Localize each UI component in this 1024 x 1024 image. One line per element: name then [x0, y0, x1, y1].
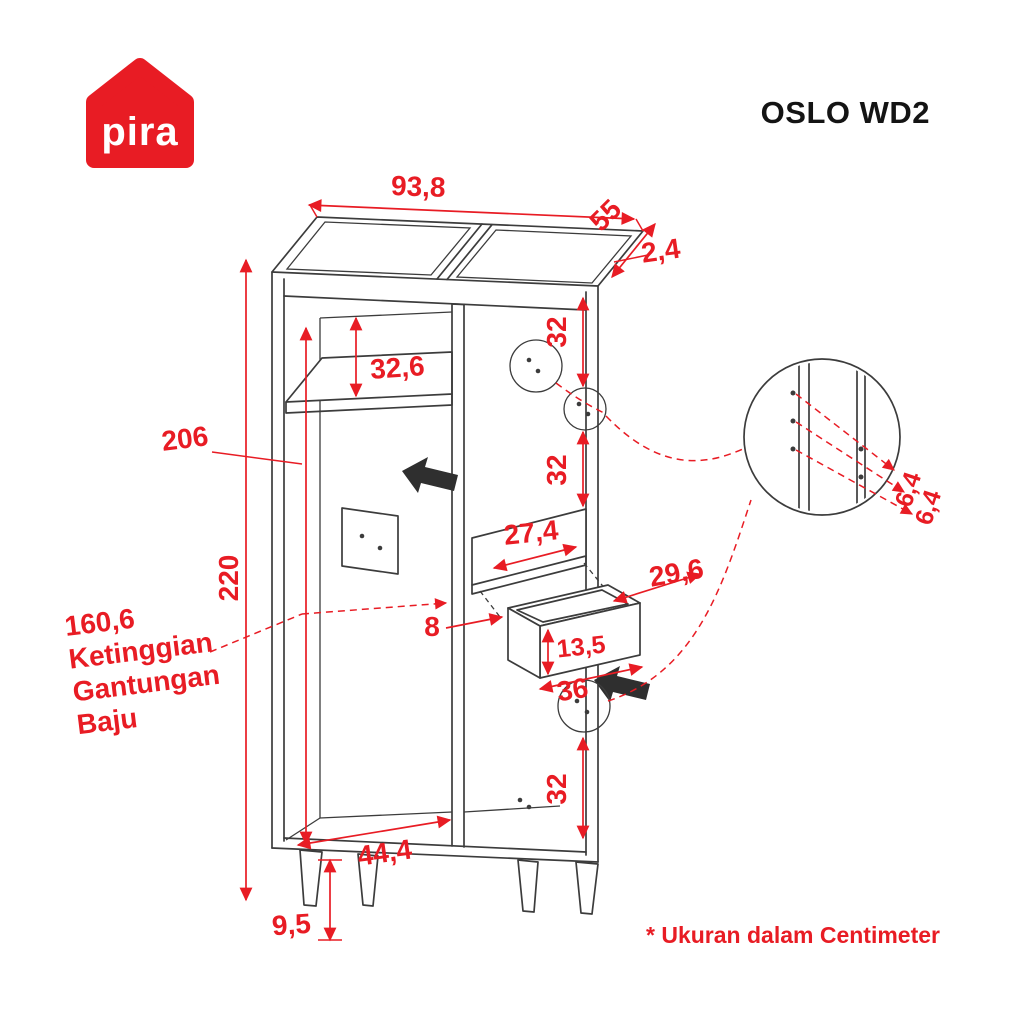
- legs: [299, 849, 599, 915]
- wardrobe-top-panel: [271, 216, 644, 287]
- dim-section-bottom: 32: [541, 773, 572, 804]
- product-title: OSLO WD2: [761, 95, 930, 130]
- brand-logo: pira: [86, 58, 194, 168]
- logo-text: pira: [101, 110, 178, 154]
- dim-section-middle: 32: [541, 454, 572, 485]
- dim-leg-height: 9,5: [271, 908, 312, 942]
- detail-circle: [743, 358, 901, 516]
- logo-house-icon: [86, 58, 194, 168]
- hanging-height-caption-3: Baju: [75, 702, 139, 740]
- dim-compartment-width: 44,4: [356, 833, 415, 871]
- dim-drawer-gap: 8: [424, 611, 440, 642]
- bracket-panel: [341, 507, 399, 575]
- dim-shelf-depth: 27,4: [502, 514, 560, 551]
- assembly-arrow-icon: [402, 457, 458, 493]
- units-note: * Ukuran dalam Centimeter: [646, 922, 940, 948]
- left-compartment: [285, 311, 453, 841]
- dim-drawer-depth: 29,6: [647, 553, 706, 593]
- right-compartment: [463, 508, 641, 813]
- dim-total-height: 220: [213, 555, 244, 602]
- dim-drawer-front-height: 13,5: [555, 631, 606, 664]
- dimension-labels: 93,8 55 2,4 32,6 206 220 32 32 32 27,4 2…: [63, 170, 947, 941]
- drawer: [507, 584, 641, 679]
- dim-top-width: 93,8: [391, 170, 447, 203]
- dimension-lines: [209, 199, 914, 942]
- dim-section-top: 32: [541, 316, 572, 347]
- dim-top-thickness: 2,4: [639, 232, 682, 268]
- dim-inner-height: 206: [160, 420, 210, 456]
- dim-upper-shelf-gap: 32,6: [369, 350, 426, 385]
- hanging-height-label: 160,6 Ketinggian Gantungan Baju: [63, 603, 221, 741]
- center-divider: [451, 303, 465, 848]
- dim-drawer-width: 36: [555, 672, 591, 707]
- wardrobe-drawing: [271, 216, 650, 915]
